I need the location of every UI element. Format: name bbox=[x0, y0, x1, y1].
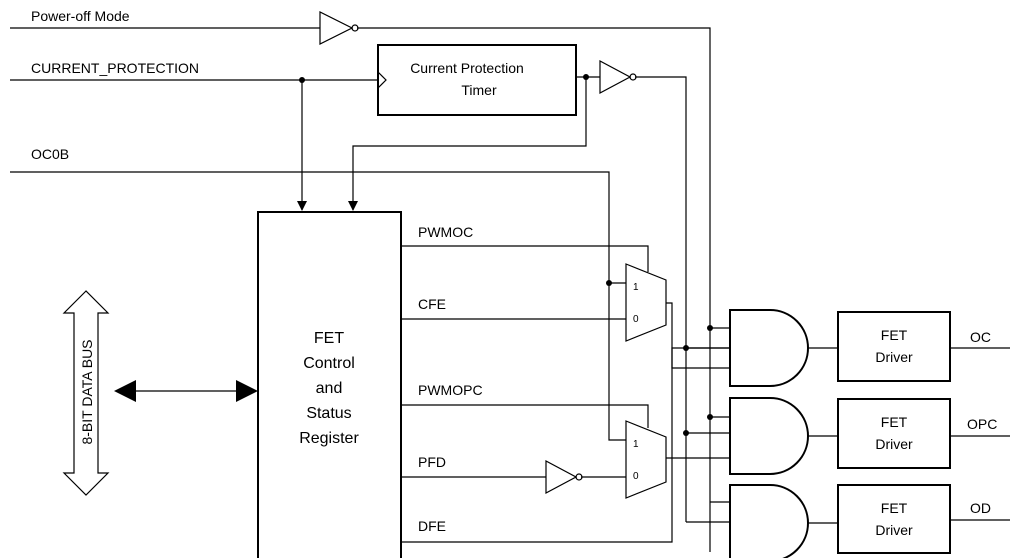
timer-output-wire bbox=[348, 74, 687, 522]
oc0b-wire bbox=[10, 171, 626, 441]
fet-driver-od: FET Driver bbox=[837, 484, 951, 554]
bus-register-bidirectional-arrow bbox=[114, 380, 258, 402]
pwmoc-wire bbox=[401, 245, 649, 272]
power-off-mode-wire bbox=[10, 27, 711, 552]
register-label-line4: Status bbox=[306, 405, 351, 422]
opc-output-label: OPC bbox=[967, 416, 997, 432]
fet-driver-oc: FET Driver bbox=[837, 311, 951, 382]
pwmopc-label: PWMOPC bbox=[418, 382, 483, 398]
current-protection-wire bbox=[10, 77, 378, 211]
dfe-label: DFE bbox=[418, 518, 446, 534]
register-label-line2: Control bbox=[303, 355, 355, 372]
mux-oc-input-1: 1 bbox=[633, 282, 639, 293]
gate-input-taps bbox=[683, 325, 730, 523]
fet-driver-opc: FET Driver bbox=[837, 398, 951, 469]
current-protection-timer: Current Protection Timer bbox=[377, 44, 577, 116]
power-off-inverter bbox=[319, 11, 359, 45]
pwmoc-label: PWMOC bbox=[418, 224, 473, 240]
timer-label-line1: Current Protection bbox=[410, 60, 524, 76]
pwmopc-wire bbox=[401, 404, 649, 428]
and-gate-od bbox=[729, 484, 809, 558]
register-label-line5: Register bbox=[299, 430, 359, 447]
fet-driver-opc-label-line2: Driver bbox=[875, 436, 913, 452]
fet-driver-od-label-line1: FET bbox=[881, 500, 908, 516]
od-output-label: OD bbox=[970, 500, 991, 516]
oc-output-label: OC bbox=[970, 329, 991, 345]
data-bus-label: 8-BIT DATA BUS bbox=[79, 339, 95, 444]
mux-opc: 1 0 bbox=[625, 420, 667, 499]
fet-driver-oc-label-line1: FET bbox=[881, 327, 908, 343]
register-label-line3: and bbox=[316, 380, 343, 397]
timer-label-line2: Timer bbox=[461, 82, 497, 98]
register-label-line1: FET bbox=[314, 330, 344, 347]
mux-opc-input-1: 1 bbox=[633, 439, 639, 450]
pfd-label: PFD bbox=[418, 454, 446, 470]
mux-oc-input-0: 0 bbox=[633, 314, 639, 325]
pfd-inverter bbox=[545, 460, 583, 494]
mux-oc: 1 0 bbox=[625, 263, 667, 342]
dfe-wire bbox=[401, 347, 730, 543]
timer-inverter bbox=[599, 60, 637, 94]
fet-driver-od-label-line2: Driver bbox=[875, 522, 913, 538]
cfe-label: CFE bbox=[418, 296, 446, 312]
mux-oc-output-wire bbox=[666, 302, 730, 369]
oc0b-label: OC0B bbox=[31, 146, 69, 162]
mux-opc-input-0: 0 bbox=[633, 471, 639, 482]
and-gate-opc bbox=[729, 397, 809, 475]
power-off-mode-label: Power-off Mode bbox=[31, 8, 130, 24]
fet-driver-opc-label-line1: FET bbox=[881, 414, 908, 430]
and-gate-oc bbox=[729, 309, 809, 387]
fet-control-status-register: FET Control and Status Register bbox=[257, 211, 402, 558]
current-protection-label: CURRENT_PROTECTION bbox=[31, 60, 199, 76]
data-bus-arrow: 8-BIT DATA BUS bbox=[62, 290, 110, 496]
fet-driver-oc-label-line2: Driver bbox=[875, 349, 913, 365]
